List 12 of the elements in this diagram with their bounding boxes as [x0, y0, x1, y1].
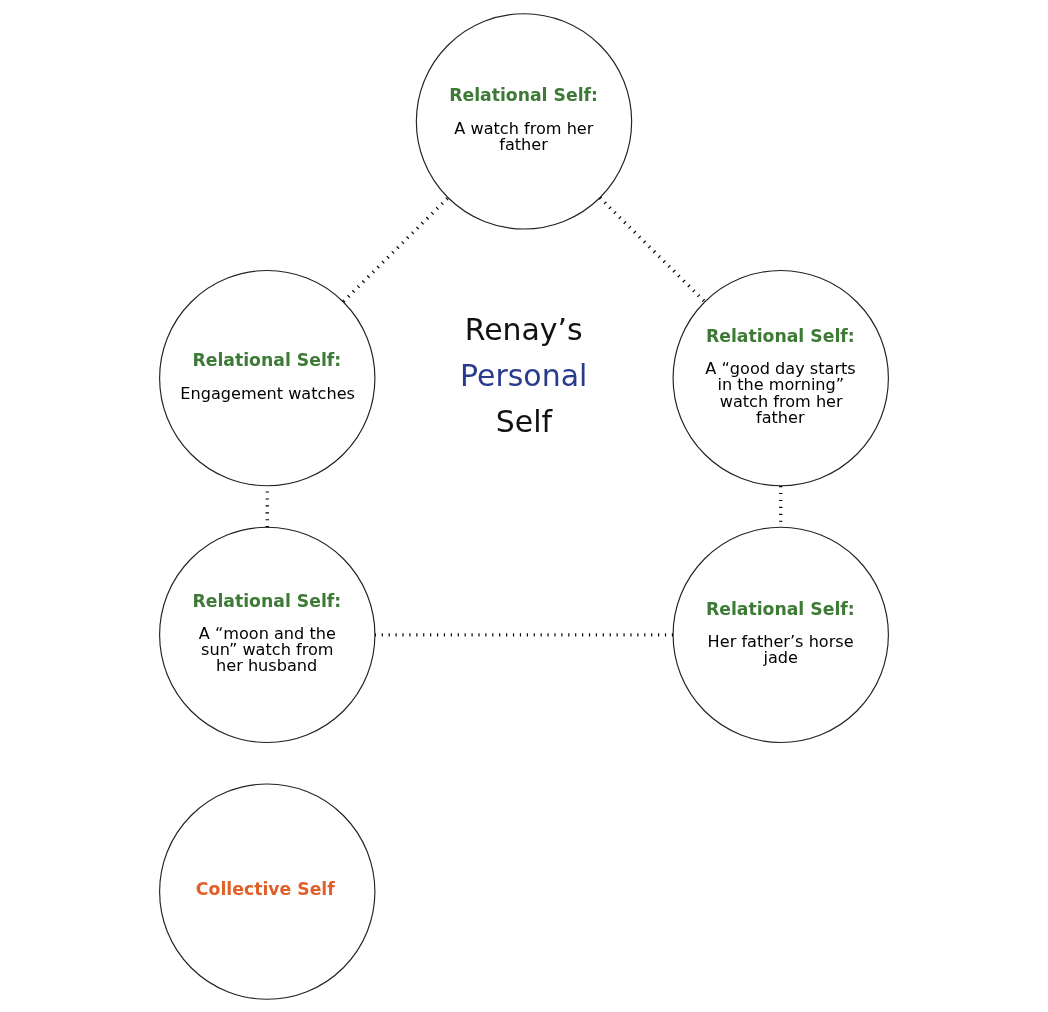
node-circle: Relational Self: A watch from her father	[415, 12, 633, 230]
node-circle: Relational Self: A “moon and the sun” watch from her husband	[159, 526, 376, 743]
node-circle: Relational Self: A “good day starts in the morning” watch from her father	[672, 269, 889, 486]
node-circle: Relational Self: Her father’s horse jade	[672, 526, 889, 743]
connector	[375, 632, 673, 637]
connector	[598, 196, 706, 303]
label: Renay’s	[464, 311, 583, 347]
label: Self	[495, 403, 553, 439]
connector	[342, 196, 450, 303]
node-circle: Collective Self	[159, 782, 376, 1000]
label: Personal	[460, 357, 588, 393]
node-circle: Relational Self: Engagement watches	[159, 269, 376, 486]
